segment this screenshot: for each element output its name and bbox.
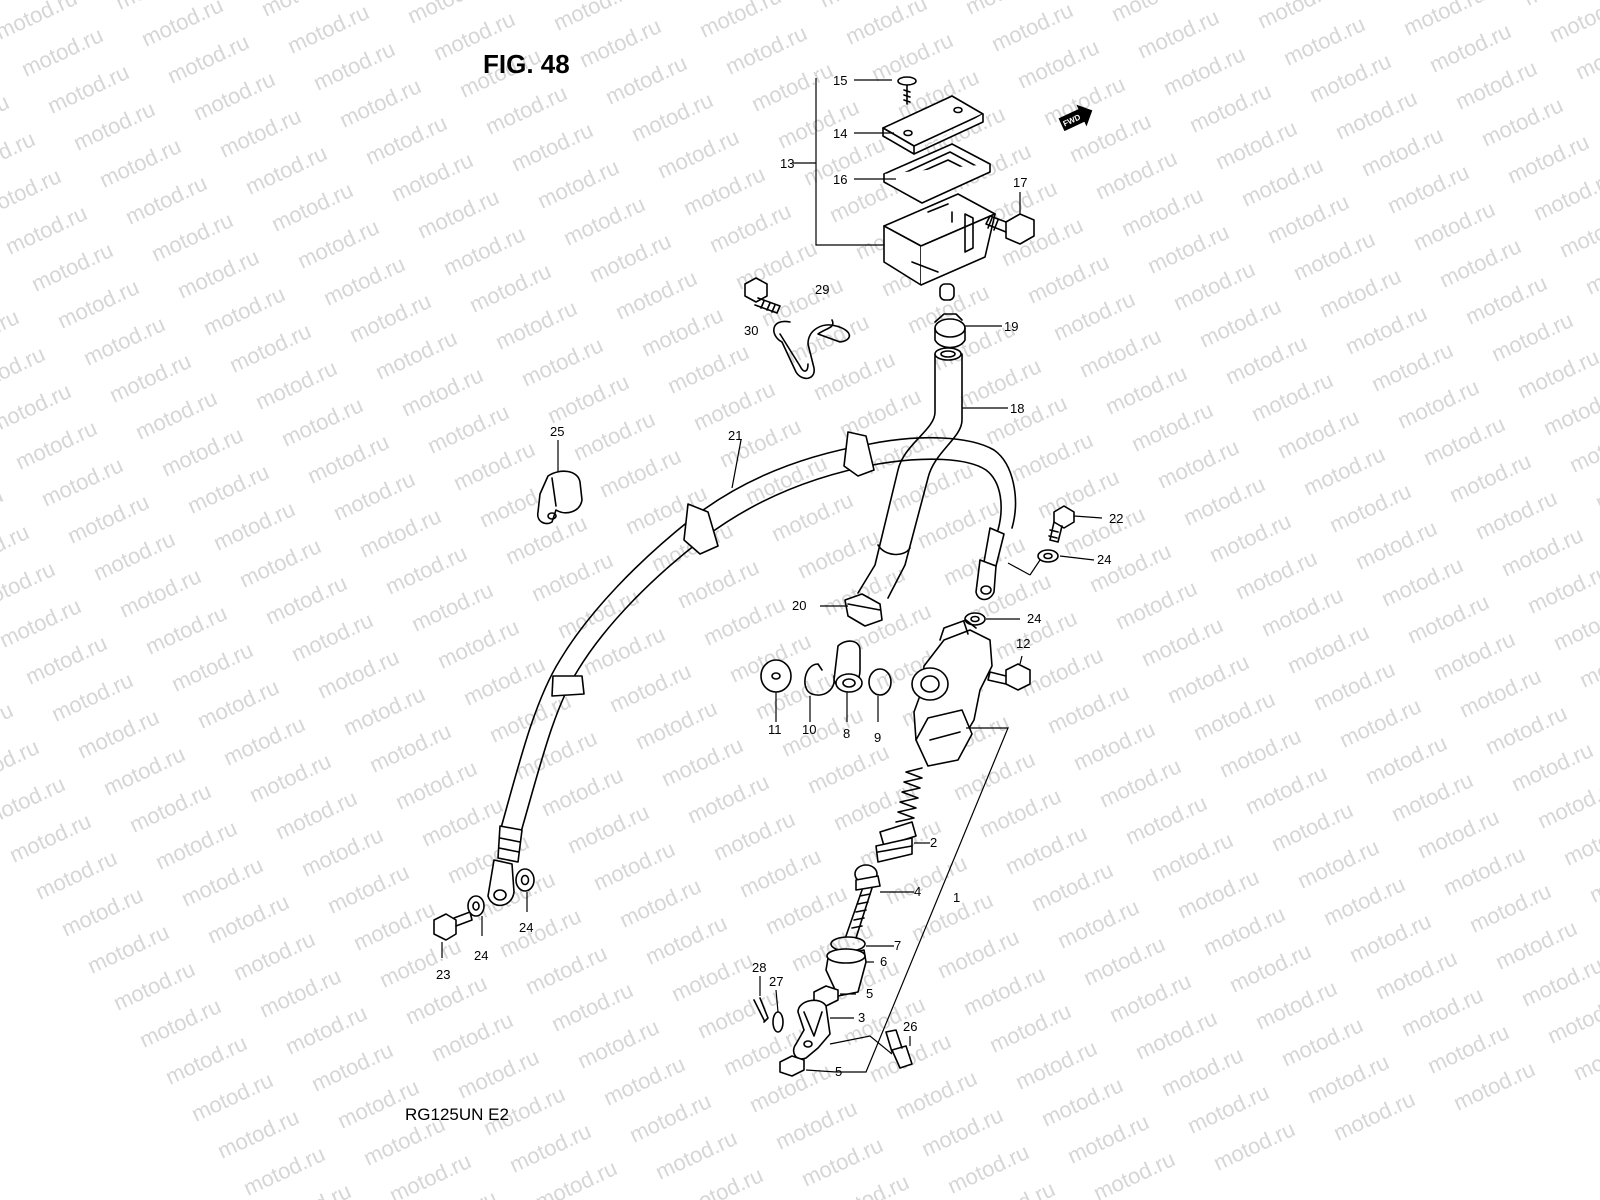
master-cylinder-bolt [987,663,1031,691]
callout-24d: 24 [519,920,533,935]
union-bolt-upper [1048,505,1075,543]
callout-17: 17 [1013,175,1027,190]
reservoir-cap [882,95,984,155]
callout-28: 28 [752,960,766,975]
callout-19: 19 [1004,319,1018,334]
callout-14: 14 [833,126,847,141]
callout-30: 30 [744,323,758,338]
hose-joint [833,640,863,693]
callout-5b: 5 [835,1064,842,1079]
callout-24a: 24 [1097,552,1111,567]
callout-23: 23 [436,967,450,982]
callout-9: 9 [874,730,881,745]
circlip [804,663,835,696]
clevis [792,999,831,1060]
callout-21: 21 [728,428,742,443]
washer-pin [772,1011,784,1033]
washer-upper-2 [964,612,986,626]
watermark-text: motod.ru [1546,0,1600,48]
reservoir-hose [857,347,963,599]
callout-27: 27 [769,974,783,989]
return-spring [895,767,923,823]
master-cylinder-body [911,619,993,767]
callout-22: 22 [1109,511,1123,526]
piston-cup-set [875,821,917,863]
reservoir-screw [897,76,917,105]
callout-12: 12 [1016,636,1030,651]
callout-5a: 5 [866,986,873,1001]
hose-clamp-lower [844,593,883,627]
clip-bolt [744,277,781,314]
callout-18: 18 [1010,401,1024,416]
clevis-pin [885,1029,913,1069]
push-rod [845,864,881,939]
callout-6: 6 [880,954,887,969]
callout-11: 11 [768,722,782,737]
callout-29: 29 [815,282,829,297]
callout-3: 3 [858,1010,865,1025]
callout-24b: 24 [1027,611,1041,626]
model-code: RG125UN E2 [405,1105,509,1124]
callout-25: 25 [550,424,564,439]
cap-washer [760,659,792,693]
washer-upper-1 [1037,549,1059,563]
callout-2: 2 [930,835,937,850]
callout-1: 1 [953,890,960,905]
callout-26: 26 [903,1019,917,1034]
dust-boot [825,948,867,997]
washer-lower-2 [515,868,535,892]
lock-nut-lower [779,1055,805,1077]
callout-16: 16 [833,172,847,187]
master-cylinder-reservoir [883,193,996,301]
hose-clamp-upper [934,313,966,349]
callout-4: 4 [914,884,921,899]
hose-clip [773,319,851,380]
union-bolt-lower [433,911,473,941]
callout-10: 10 [802,722,816,737]
callout-labels: 1 2 3 4 5 5 6 7 8 9 10 11 12 13 14 15 16… [436,73,1123,1079]
callout-13: 13 [780,156,794,171]
callout-8: 8 [843,726,850,741]
o-ring [868,668,892,696]
callout-24c: 24 [474,948,488,963]
callout-20: 20 [792,598,806,613]
hose-guide-clamp [536,470,583,525]
washer-lower-1 [467,895,485,917]
fwd-arrow-icon: FWD [1058,104,1093,132]
figure-title: FIG. 48 [483,49,570,79]
brake-hose [487,431,1017,907]
cotter-pin [753,997,769,1023]
leader-lines [441,78,1103,1073]
callout-15: 15 [833,73,847,88]
callout-7: 7 [894,938,901,953]
